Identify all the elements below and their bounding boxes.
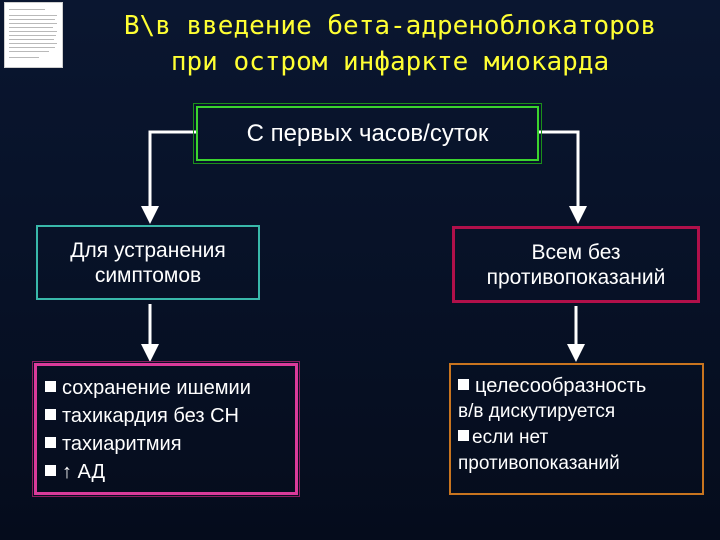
title-line-1: В\в введение бета-адреноблокаторов: [123, 11, 657, 41]
connector-top-left: [148, 130, 196, 206]
arrowhead-right-down: [567, 344, 585, 362]
left-box-line-1: Для устранения: [70, 238, 226, 262]
square-bullet-icon: [458, 430, 469, 442]
list-item: целесообразность: [458, 373, 646, 399]
right-list-box: целесообразность в/в дискутируется если …: [449, 363, 704, 495]
list-item: сохранение ишемии: [45, 374, 251, 402]
list-item: тахиаритмия: [45, 430, 182, 458]
square-bullet-icon: [45, 409, 56, 421]
left-box: Для устранения симптомов: [36, 225, 260, 300]
connector-top-right: [539, 130, 580, 206]
title-line-2: при остром инфаркте миокарда: [170, 47, 610, 77]
arrowhead-left-down: [141, 344, 159, 362]
slide-thumbnail: [4, 2, 63, 68]
left-list-box: сохранение ишемии тахикардия без СН тахи…: [32, 361, 300, 497]
list-item: тахикардия без СН: [45, 402, 239, 430]
list-item-continuation: противопоказаний: [458, 453, 620, 474]
arrowhead-top-right: [569, 206, 587, 224]
square-bullet-icon: [45, 437, 56, 449]
left-box-line-2: симптомов: [94, 263, 202, 287]
right-box: Всем без противопоказаний: [452, 226, 700, 303]
slide-title: В\в введение бета-адреноблокаторов при о…: [60, 8, 720, 80]
list-item-continuation: в/в дискутируется: [458, 401, 616, 422]
square-bullet-icon: [45, 465, 56, 477]
arrowhead-top-left: [141, 206, 159, 224]
top-box: С первых часов/суток: [193, 103, 542, 164]
square-bullet-icon: [458, 379, 469, 391]
list-item: если нет: [458, 425, 548, 451]
square-bullet-icon: [45, 381, 56, 393]
right-box-line-1: Всем без: [531, 240, 621, 264]
top-box-label: С первых часов/суток: [246, 120, 489, 147]
right-box-line-2: противопоказаний: [486, 265, 666, 289]
list-item: ↑ АД: [45, 458, 105, 486]
